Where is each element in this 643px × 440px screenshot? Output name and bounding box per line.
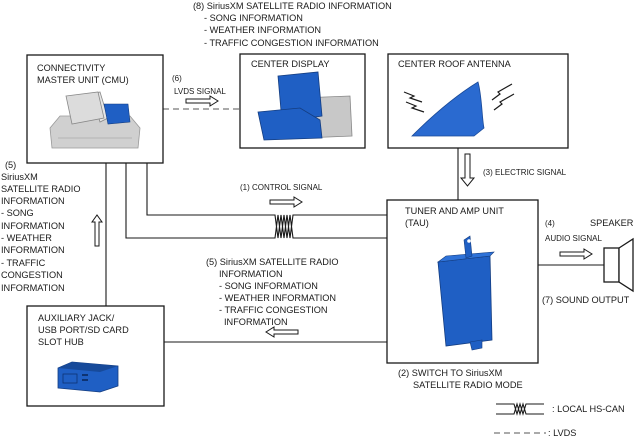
signal-7-label: (7) SOUND OUTPUT (542, 295, 630, 305)
speaker-label: SPEAKER (590, 218, 634, 228)
aux-label: AUXILIARY JACK/ (38, 313, 115, 323)
note-8-item: - TRAFFIC CONGESTION INFORMATION (204, 38, 379, 48)
signal-5-left-line: SiriusXM (1, 172, 38, 182)
cmu-label: CONNECTIVITY (37, 63, 105, 73)
note-8-item: - SONG INFORMATION (204, 13, 303, 23)
signal-4-number: (4) (545, 219, 555, 228)
signal-3-label: (3) ELECTRIC SIGNAL (483, 168, 567, 177)
center-display-component: CENTER DISPLAY (239, 53, 366, 149)
antenna-label: CENTER ROOF ANTENNA (398, 59, 512, 69)
signal-5-center-line: (5) SiriusXM SATELLITE RADIO (206, 257, 339, 267)
shark-fin-antenna-icon (411, 81, 485, 137)
signal-4-label: AUDIO SIGNAL (545, 234, 602, 243)
arrow-right-icon (269, 196, 303, 208)
signal-5-left-line: INFORMATION (1, 196, 65, 206)
arrow-up-icon (91, 214, 103, 247)
legend-can-symbol-icon (496, 402, 544, 416)
signal-6-label: LVDS SIGNAL (174, 87, 226, 96)
signal-6: (6) LVDS SIGNAL (172, 74, 226, 107)
antenna-component: CENTER ROOF ANTENNA (387, 53, 569, 149)
speaker-icon (603, 237, 634, 293)
twisted-pair-icon (272, 214, 296, 239)
signal-5-left: (5) SiriusXM SATELLITE RADIO INFORMATION… (1, 160, 103, 293)
signal-5-left-line: INFORMATION (1, 221, 65, 231)
signal-6-number: (6) (172, 74, 182, 83)
legend-can-label: : LOCAL HS-CAN (552, 404, 625, 414)
speaker-component: SPEAKER (590, 218, 634, 293)
signal-5-left-line: (5) (5, 160, 16, 170)
signal-5-center-line: - WEATHER INFORMATION (219, 293, 336, 303)
signal-5-left-line: CONGESTION (1, 270, 63, 280)
wire-can-lower-left (125, 163, 272, 239)
note-8-heading: (8) SiriusXM SATELLITE RADIO INFORMATION (193, 1, 392, 11)
aux-label: SLOT HUB (38, 337, 84, 347)
signal-5-left-line: - SONG (1, 208, 34, 218)
center-display-unit-icon (257, 71, 353, 141)
signal-5-left-line: - TRAFFIC (1, 258, 46, 268)
signal-4: (4) AUDIO SIGNAL (545, 219, 602, 260)
signal-1: (1) CONTROL SIGNAL (240, 183, 323, 208)
signal-2-label: (2) SWITCH TO SiriusXM (398, 368, 502, 378)
signal-5-center-line: INFORMATION (219, 269, 283, 279)
aux-component: AUXILIARY JACK/ USB PORT/SD CARD SLOT HU… (26, 305, 165, 407)
wire-can-upper-left (146, 163, 272, 216)
center-display-label: CENTER DISPLAY (251, 59, 329, 69)
signal-5-center-line: - SONG INFORMATION (219, 281, 318, 291)
tau-label: (TAU) (405, 218, 429, 228)
signal-3: (3) ELECTRIC SIGNAL (459, 153, 567, 187)
arrow-down-icon (459, 153, 476, 187)
signal-5-center-line: - TRAFFIC CONGESTION (219, 305, 328, 315)
tau-unit-icon (436, 235, 495, 351)
note-8-item: - WEATHER INFORMATION (204, 25, 321, 35)
legend-lvds-label: : LVDS (548, 428, 576, 438)
arrow-right-icon (559, 248, 593, 260)
signal-5-left-line: INFORMATION (1, 245, 65, 255)
wires (105, 108, 604, 343)
note-8: (8) SiriusXM SATELLITE RADIO INFORMATION… (193, 1, 392, 48)
signal-5-center-line: INFORMATION (224, 317, 288, 327)
signal-5-center: (5) SiriusXM SATELLITE RADIO INFORMATION… (206, 257, 339, 338)
signal-2-label: SATELLITE RADIO MODE (413, 380, 523, 390)
radio-wave-icon (403, 83, 515, 113)
tau-label: TUNER AND AMP UNIT (405, 206, 504, 216)
arrow-right-icon (185, 95, 219, 107)
signal-5-left-line: - WEATHER (1, 233, 52, 243)
cmu-unit-icon (49, 91, 141, 149)
signal-1-label: (1) CONTROL SIGNAL (240, 183, 323, 192)
tau-component: TUNER AND AMP UNIT (TAU) (386, 199, 539, 364)
signal-5-left-line: SATELLITE RADIO (1, 184, 80, 194)
legend: : LOCAL HS-CAN : LVDS (494, 402, 625, 438)
aux-label: USB PORT/SD CARD (38, 325, 129, 335)
aux-hub-unit-icon (57, 361, 119, 393)
arrow-left-icon (265, 326, 299, 338)
signal-5-left-line: INFORMATION (1, 283, 65, 293)
cmu-component: CONNECTIVITY MASTER UNIT (CMU) (26, 54, 164, 164)
cmu-label: MASTER UNIT (CMU) (37, 75, 129, 85)
